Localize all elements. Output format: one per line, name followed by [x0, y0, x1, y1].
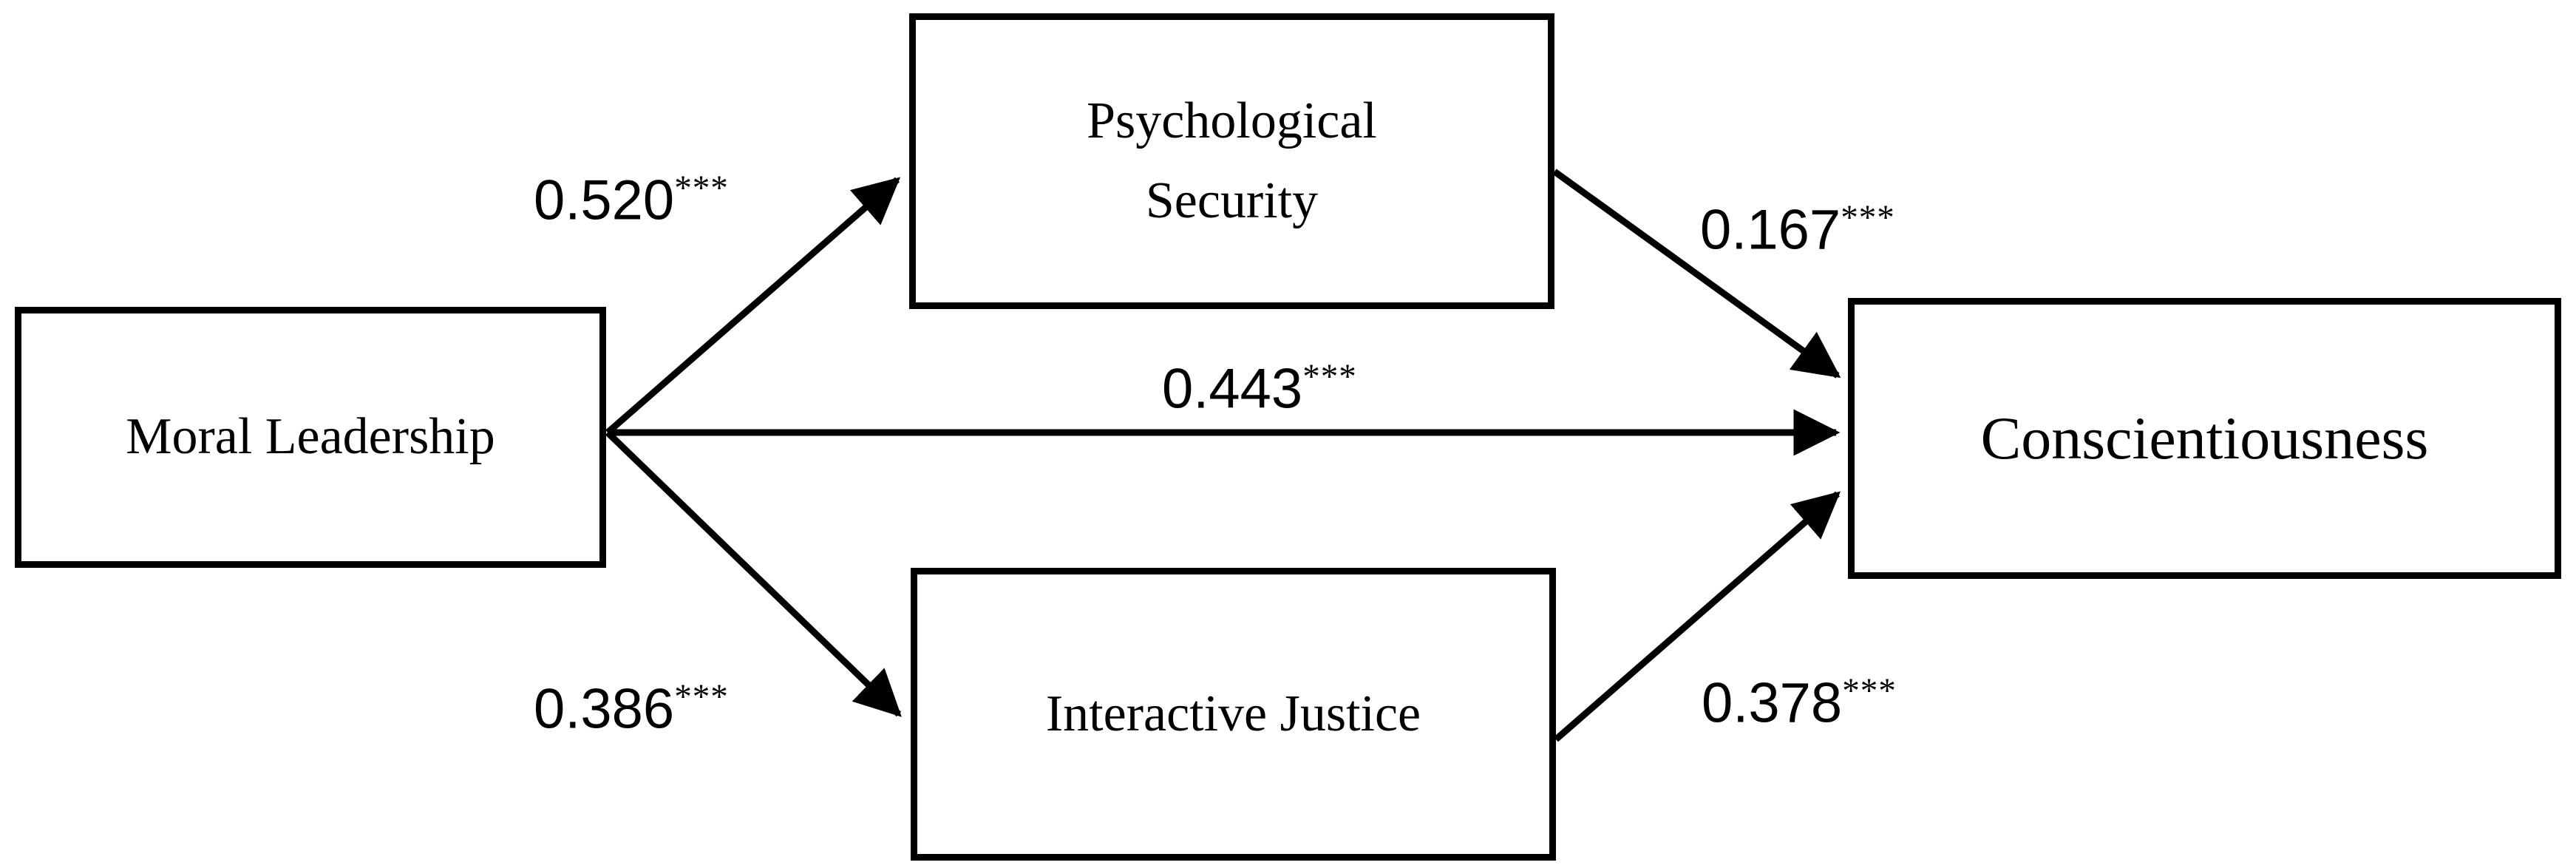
- node-interactive-justice[interactable]: Interactive Justice: [911, 568, 1556, 861]
- edge-ij-to-conscientiousness: [1554, 491, 1841, 742]
- edge-ml-to-ps: [605, 177, 901, 435]
- node-conscientiousness[interactable]: Conscientiousness: [1848, 298, 2561, 579]
- edge-label-ij-to-conscientiousness: 0.378***: [1702, 674, 1897, 731]
- significance-stars-ml-ij: ***: [674, 678, 729, 716]
- node-moral-leadership[interactable]: Moral Leadership: [15, 307, 606, 568]
- significance-stars-ps-c: ***: [1841, 199, 1895, 237]
- significance-stars-ij-c: ***: [1842, 672, 1897, 711]
- node-psychological-security-label: Psychological Security: [1087, 92, 1377, 230]
- coefficient-value-ml-c: 0.443: [1162, 357, 1303, 421]
- coefficient-value-ml-ij: 0.386: [534, 677, 675, 741]
- edge-ps-to-conscientiousness: [1552, 169, 1841, 379]
- node-psychological-security[interactable]: Psychological Security: [909, 13, 1554, 309]
- edge-label-ps-to-conscientiousness: 0.167***: [1700, 198, 1895, 262]
- node-interactive-justice-label: Interactive Justice: [1045, 685, 1421, 742]
- edge-label-ml-to-ps: 0.520***: [534, 169, 729, 232]
- edge-label-ml-to-conscientiousness: 0.443***: [1162, 357, 1357, 421]
- significance-stars-ml-ps: ***: [674, 169, 729, 208]
- node-moral-leadership-label: Moral Leadership: [126, 408, 495, 466]
- node-conscientiousness-label: Conscientiousness: [1980, 404, 2429, 472]
- coefficient-value-ps-c: 0.167: [1700, 198, 1841, 262]
- edge-ml-to-ij: [605, 430, 902, 717]
- coefficient-value-ml-ps: 0.520: [534, 169, 675, 232]
- edge-label-ml-to-ij: 0.386***: [534, 677, 729, 741]
- significance-stars-ml-c: ***: [1302, 358, 1357, 396]
- coefficient-value-ij-c: 0.378: [1702, 671, 1843, 735]
